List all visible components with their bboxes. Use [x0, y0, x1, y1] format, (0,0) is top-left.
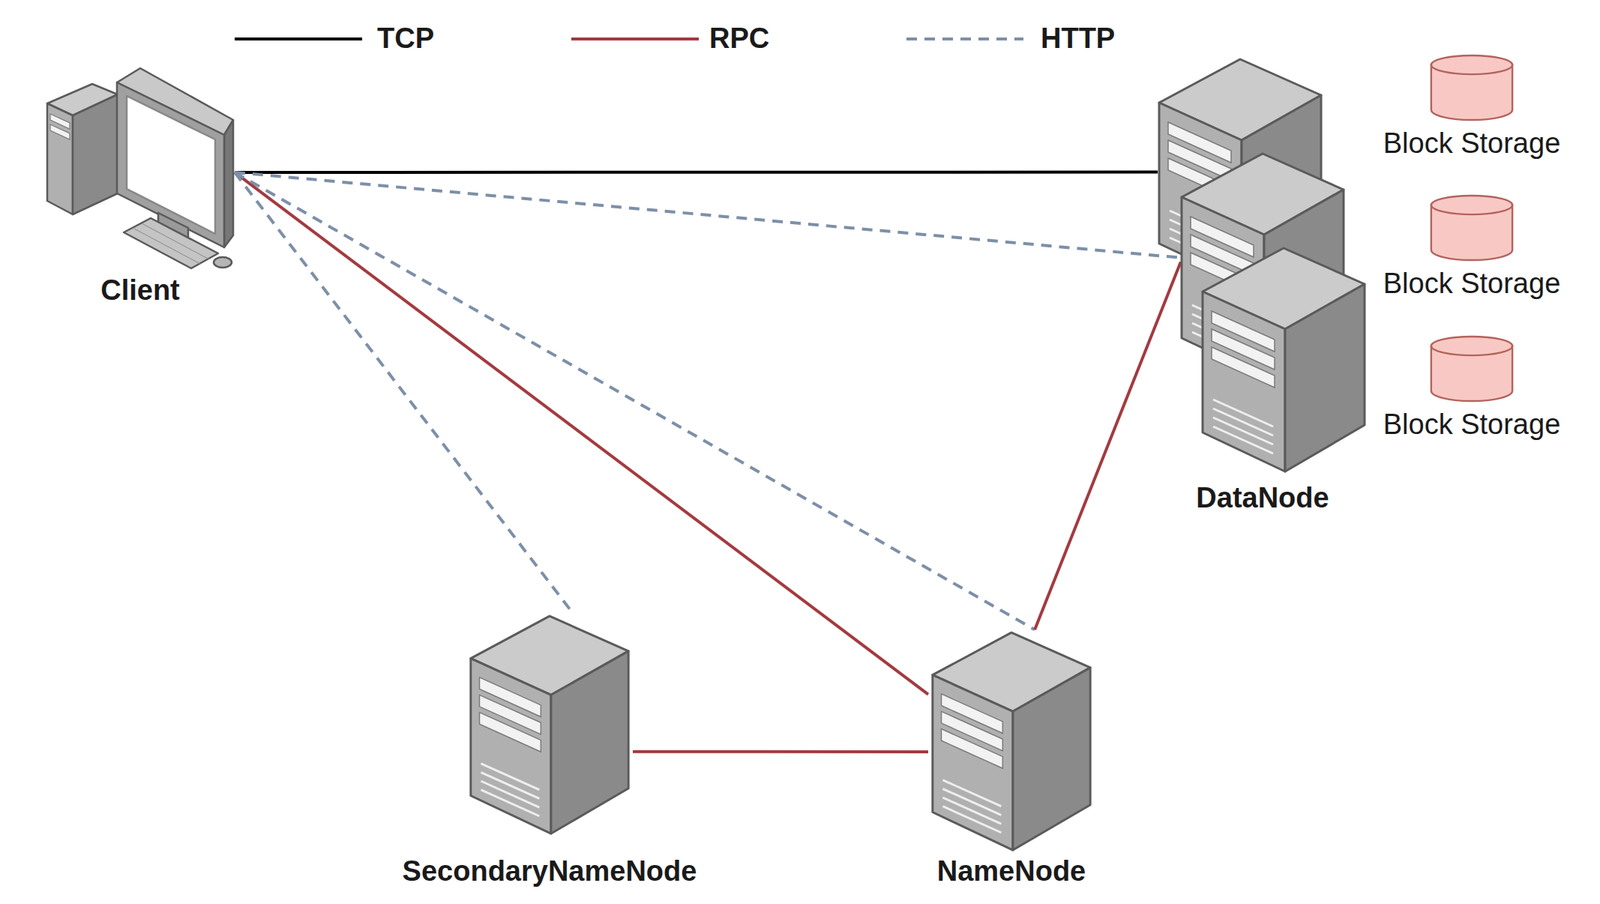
tcp-connector: [234, 170, 1158, 174]
secondary-namenode-server: SecondaryNameNode: [377, 613, 723, 888]
http-connector: [234, 172, 1181, 258]
pc-icon: [45, 65, 235, 271]
srv-icon: [928, 629, 1095, 854]
block-storage: Block Storage: [1366, 53, 1577, 160]
srv-icon: [466, 613, 633, 837]
http-connector: [234, 172, 1035, 630]
stack-icon: [1157, 56, 1368, 477]
block-storage: Block Storage: [1366, 334, 1577, 441]
legend-label: HTTP: [1040, 23, 1115, 55]
node-label: Client: [100, 275, 180, 307]
node-label: Block Storage: [1383, 409, 1562, 441]
cyl-icon: [1428, 193, 1516, 263]
node-label: Block Storage: [1383, 268, 1562, 300]
rpc-sample-line: [571, 37, 699, 41]
http-connector: [234, 172, 573, 614]
namenode-server: NameNode: [883, 629, 1139, 888]
rpc-connector: [234, 172, 929, 695]
node-label: DataNode: [1195, 482, 1329, 515]
tcp-sample-line: [234, 37, 363, 41]
datanode-servers: DataNode: [1135, 56, 1391, 515]
http-sample-line: [906, 37, 1024, 41]
legend-label: RPC: [709, 23, 770, 55]
rpc-connector: [632, 750, 929, 754]
node-label: NameNode: [937, 856, 1087, 888]
rpc-connector: [1034, 261, 1181, 630]
client-computer: Client: [27, 65, 253, 307]
cyl-icon: [1428, 53, 1516, 123]
node-label: SecondaryNameNode: [402, 856, 698, 888]
legend-samples: [0, 0, 1600, 90]
cyl-icon: [1428, 334, 1516, 404]
legend-label: TCP: [377, 23, 435, 55]
node-label: Block Storage: [1383, 128, 1562, 160]
block-storage: Block Storage: [1366, 193, 1577, 300]
